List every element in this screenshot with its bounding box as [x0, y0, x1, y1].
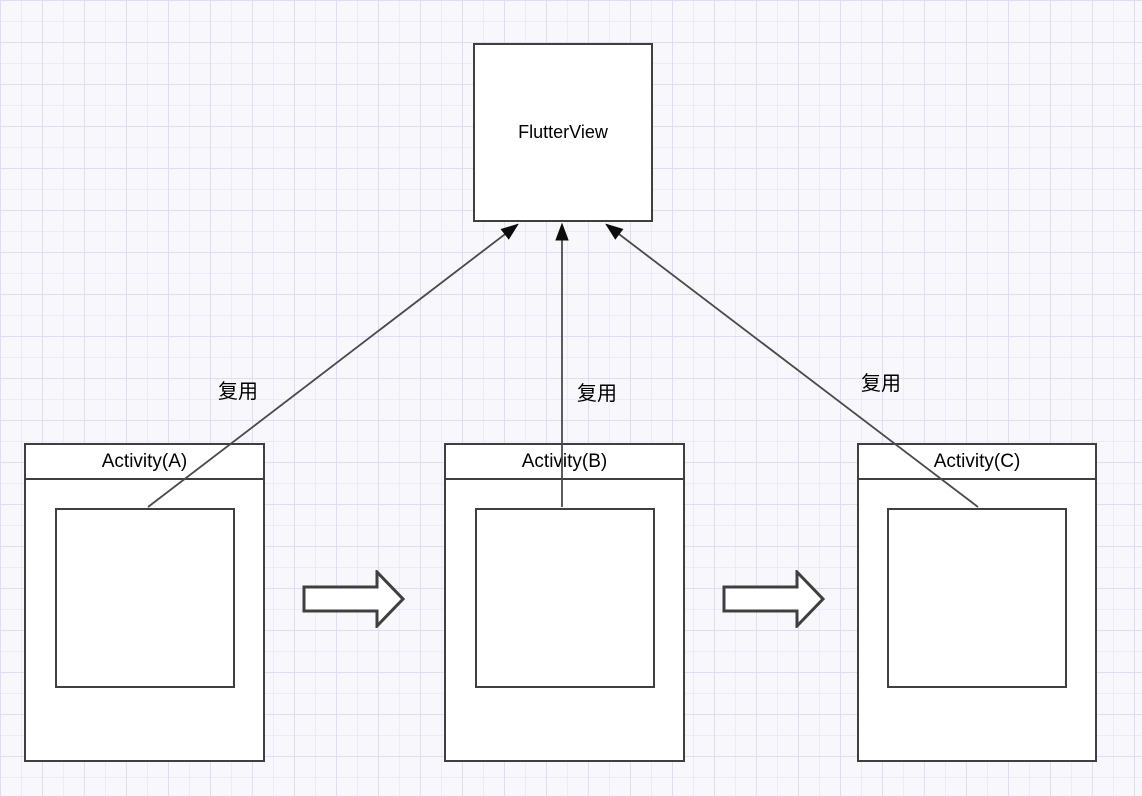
activity-a-flutterview-placeholder: [54, 508, 235, 688]
activity-c-title: Activity(C): [933, 450, 1021, 472]
activity-a-node: Activity(A): [24, 443, 265, 762]
flutterview-node: FlutterView: [473, 43, 653, 222]
activity-b-flutterview-placeholder: [474, 508, 655, 688]
reuse-edge-label-b: 复用: [577, 383, 617, 405]
activity-c-header: Activity(C): [859, 445, 1095, 480]
activity-a-header: Activity(A): [26, 445, 263, 480]
flow-arrow-icon: [302, 570, 405, 628]
activity-b-header: Activity(B): [446, 445, 683, 480]
reuse-edge-label-a: 复用: [218, 381, 258, 403]
activity-b-title: Activity(B): [521, 450, 608, 472]
activity-c-node: Activity(C): [857, 443, 1097, 762]
activity-c-flutterview-placeholder: [887, 508, 1067, 688]
reuse-edge-label-c: 复用: [861, 373, 901, 395]
activity-a-title: Activity(A): [101, 450, 188, 472]
flow-arrow-icon: [722, 570, 825, 628]
activity-b-node: Activity(B): [444, 443, 685, 762]
flutterview-label: FlutterView: [518, 122, 608, 142]
